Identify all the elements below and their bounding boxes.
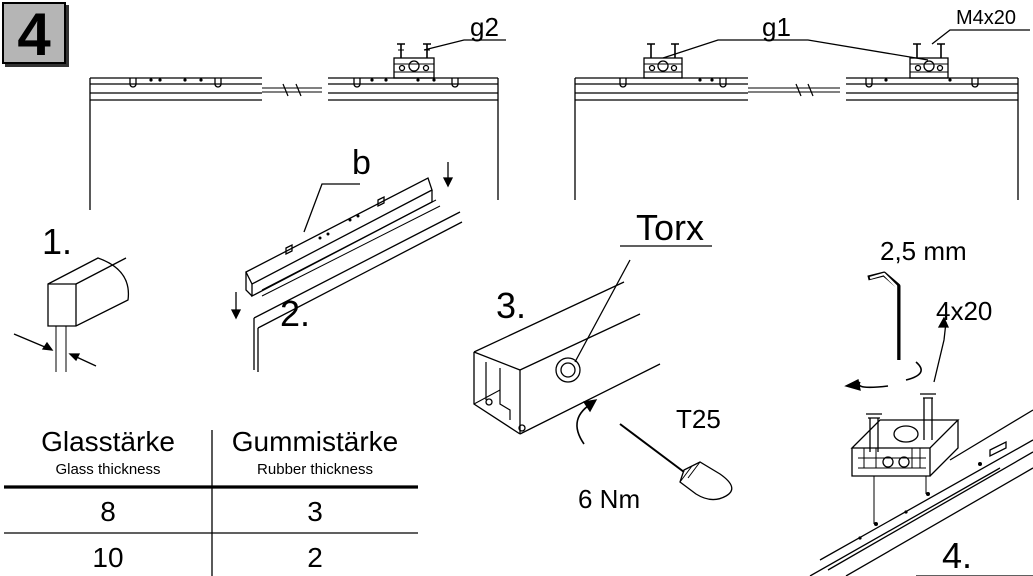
- profile-step2: [230, 162, 463, 372]
- table-col1-header: Glasstärke: [41, 426, 175, 457]
- step-number: 4: [17, 1, 51, 68]
- table-row1-rubber: 3: [307, 496, 323, 527]
- table-col2-sub: Rubber thickness: [257, 461, 373, 478]
- table-row1-glass: 8: [100, 496, 116, 527]
- table-col2-header: Gummistärke: [231, 426, 399, 457]
- table-row2-rubber: 2: [307, 542, 323, 573]
- rubber-piece: [13, 257, 130, 372]
- screwdriver: [619, 423, 733, 501]
- step-number-badge: 4: [2, 1, 66, 68]
- label-m4x20: M4x20: [956, 7, 1017, 29]
- screw-left: [866, 413, 882, 452]
- track-left: [89, 77, 499, 210]
- label-step3: 3.: [496, 285, 527, 326]
- rotate-arrow-4: [844, 361, 922, 391]
- leader-g1: [662, 39, 929, 61]
- label-step2: 2.: [280, 293, 311, 334]
- track-right: [574, 77, 1019, 200]
- table-col1-sub: Glass thickness: [55, 461, 161, 478]
- label-hex-key: 2,5 mm: [880, 236, 967, 266]
- label-torx: Torx: [636, 207, 705, 248]
- leader-m4x20: [931, 29, 1030, 45]
- label-step1: 1.: [42, 221, 73, 262]
- screw-4x20: [920, 316, 950, 440]
- label-b: b: [352, 144, 371, 182]
- bracket-g1-left: [643, 43, 683, 79]
- track-step4: [809, 409, 1033, 576]
- profile-step3: [473, 245, 712, 445]
- label-t25: T25: [676, 404, 721, 434]
- leader-g2: [423, 39, 506, 51]
- label-torque: 6 Nm: [578, 484, 641, 514]
- label-g2: g2: [470, 12, 499, 42]
- bracket-g1-right: [909, 43, 949, 79]
- label-g1: g1: [762, 12, 791, 42]
- bracket-step4: [850, 419, 960, 477]
- thickness-table-lines: [4, 430, 418, 576]
- label-step4: 4.: [942, 535, 973, 576]
- hex-key: [867, 271, 901, 360]
- label-4x20: 4x20: [936, 296, 993, 326]
- bracket-g2: [393, 43, 435, 79]
- table-row2-glass: 10: [92, 542, 124, 573]
